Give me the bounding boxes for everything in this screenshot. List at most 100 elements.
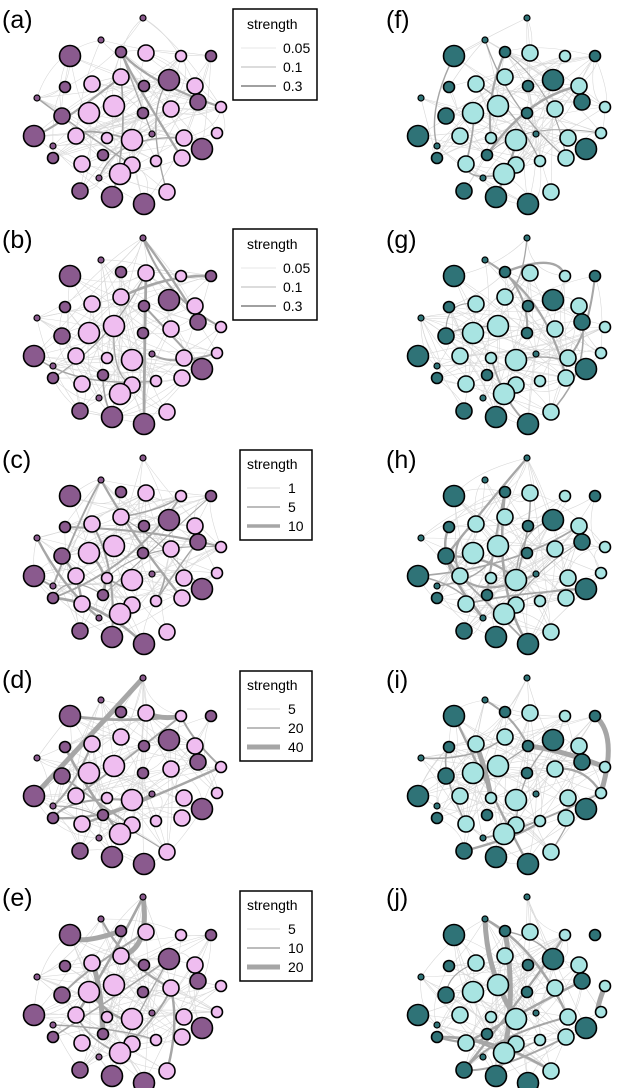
- edge-light: [504, 47, 596, 57]
- network-node: [484, 131, 498, 145]
- edge-light: [98, 112, 144, 179]
- network-node: [406, 344, 430, 368]
- edge-light: [484, 39, 583, 103]
- edge-light: [436, 548, 556, 599]
- network-node: [532, 130, 540, 138]
- network-node: [451, 787, 469, 805]
- network-node: [158, 623, 176, 641]
- network-node: [504, 568, 528, 592]
- network-node: [546, 979, 564, 997]
- edge-light: [417, 79, 554, 137]
- network-node: [77, 101, 101, 125]
- network-node: [574, 137, 598, 161]
- edge-strong: [119, 51, 183, 159]
- network-node: [573, 533, 591, 551]
- edge-light: [417, 355, 567, 379]
- edge-light: [526, 237, 566, 277]
- network-node: [22, 784, 46, 808]
- network-node: [461, 541, 485, 565]
- network-node: [433, 1021, 441, 1029]
- network-node: [516, 192, 540, 216]
- network-node: [186, 297, 204, 315]
- edge-light: [475, 83, 537, 135]
- edge-light: [91, 275, 212, 305]
- edge-light: [81, 1011, 218, 1044]
- network-node: [190, 577, 214, 601]
- node-layer: [22, 14, 612, 1088]
- network-node: [214, 760, 228, 774]
- network-node: [557, 1028, 575, 1046]
- network-node: [95, 614, 103, 622]
- network-node: [479, 394, 487, 402]
- edge-light: [445, 715, 566, 777]
- network-node: [542, 843, 560, 861]
- legend-e-value-3: 20: [288, 959, 304, 975]
- network-node: [173, 369, 191, 387]
- network-node: [137, 923, 155, 941]
- network-node: [49, 582, 57, 590]
- network-node: [100, 791, 114, 805]
- edge-strong: [484, 39, 567, 159]
- edge-light: [590, 495, 606, 548]
- network-node: [558, 709, 572, 723]
- network-node: [533, 1033, 547, 1047]
- network-node: [467, 735, 485, 753]
- network-node: [49, 362, 57, 370]
- network-node: [100, 1010, 114, 1024]
- network-node: [97, 476, 105, 484]
- edge-light: [33, 766, 222, 797]
- network-node: [559, 789, 577, 807]
- edge-light: [436, 52, 531, 159]
- network-node: [22, 344, 46, 368]
- edge-strong: [52, 958, 170, 1038]
- network-node: [204, 49, 218, 63]
- network-node: [189, 972, 207, 990]
- network-node: [442, 520, 456, 534]
- network-node: [67, 567, 85, 585]
- network-node: [136, 106, 150, 120]
- network-node: [210, 566, 224, 580]
- network-node: [457, 375, 475, 393]
- network-node: [433, 362, 441, 370]
- edge-light: [52, 768, 172, 807]
- network-node: [492, 382, 516, 406]
- edge-light: [33, 772, 144, 797]
- edge-light: [36, 97, 185, 139]
- network-node: [558, 49, 572, 63]
- network-node: [430, 151, 444, 165]
- network-node: [136, 985, 150, 999]
- network-node: [112, 288, 130, 306]
- edge-light: [64, 237, 144, 308]
- network-node: [114, 485, 128, 499]
- network-node: [112, 68, 130, 86]
- network-node: [442, 44, 466, 68]
- network-node: [520, 106, 534, 120]
- network-node: [204, 928, 218, 942]
- network-node: [139, 674, 147, 682]
- network-node: [58, 484, 82, 508]
- network-node: [521, 739, 535, 753]
- panel-label-i: (i): [386, 666, 408, 694]
- network-node: [214, 100, 228, 114]
- network-node: [49, 802, 57, 810]
- network-node: [33, 314, 41, 322]
- legend-e: strength 5 10 20: [239, 890, 313, 982]
- network-node: [570, 956, 588, 974]
- edge-light: [155, 715, 212, 822]
- network-node: [189, 313, 207, 331]
- edge-light: [484, 918, 529, 1084]
- network-node: [136, 326, 150, 340]
- network-node: [186, 77, 204, 95]
- network-node: [95, 174, 103, 182]
- network-node: [210, 786, 224, 800]
- network-node: [58, 520, 72, 534]
- edge-light: [436, 369, 567, 379]
- network-node: [461, 101, 485, 125]
- edge-light: [453, 17, 528, 57]
- edge-light: [490, 51, 506, 139]
- edge-light: [539, 55, 566, 162]
- panel-label-h: (h): [386, 446, 417, 474]
- network-node: [520, 766, 534, 780]
- network-node: [210, 346, 224, 360]
- network-node: [532, 350, 540, 358]
